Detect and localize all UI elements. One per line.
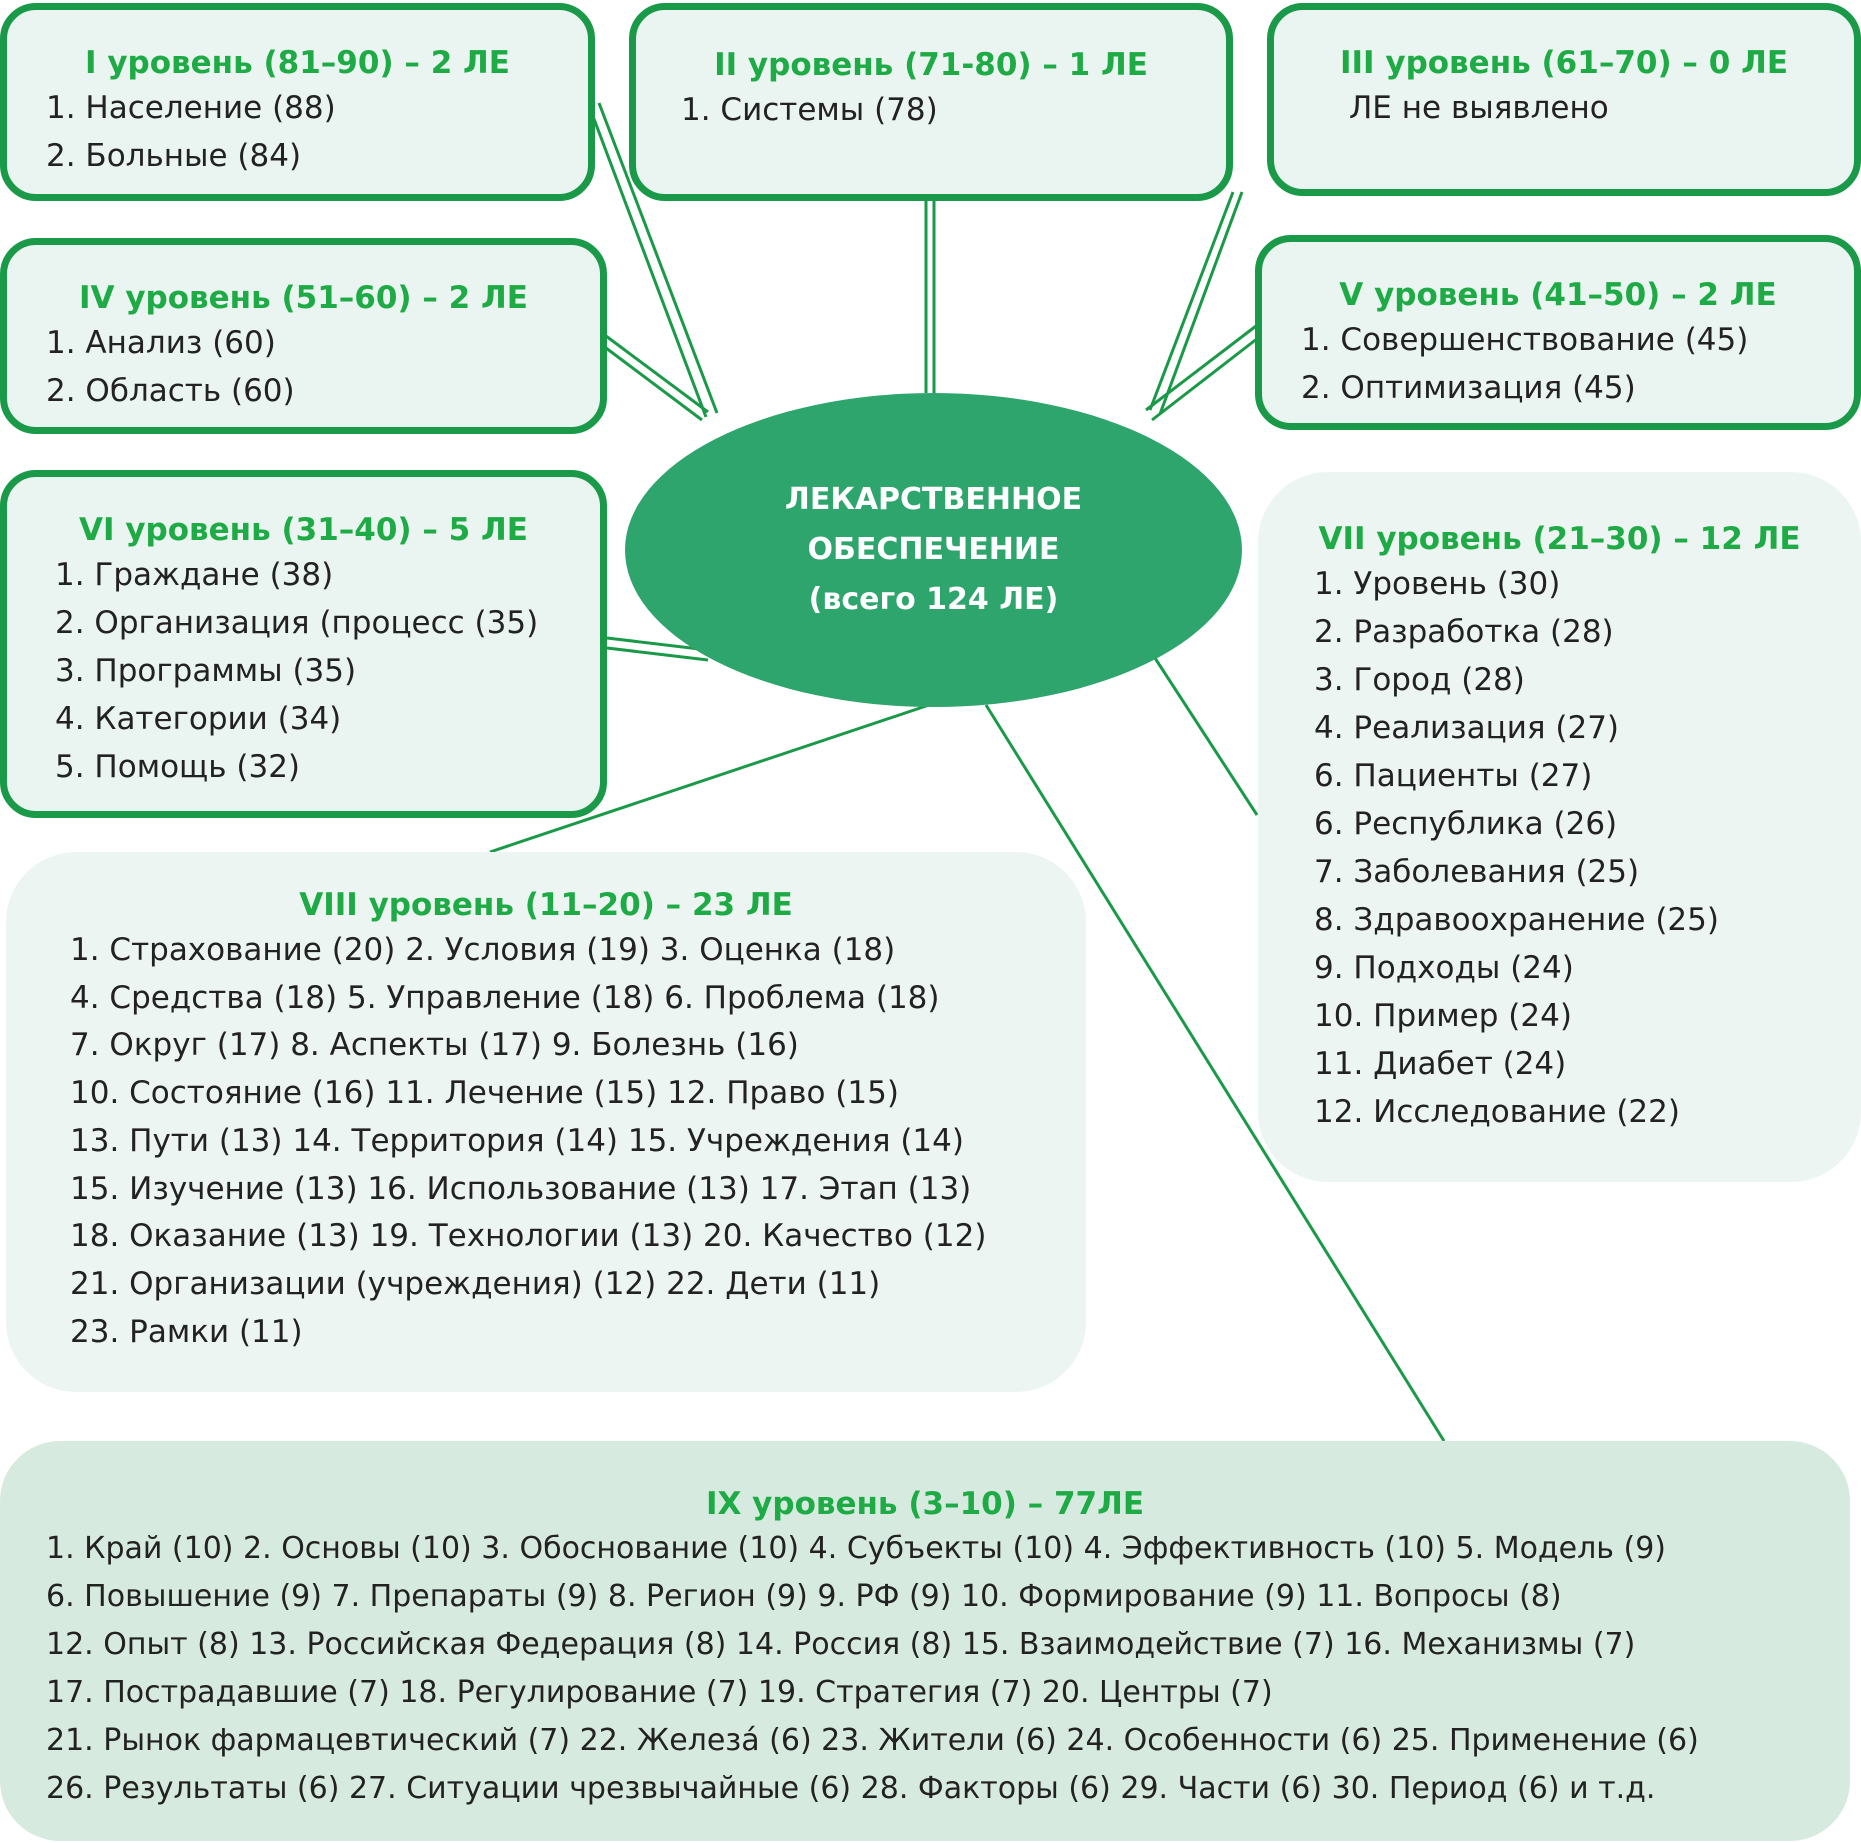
list-item: 5. Помощь (32) <box>55 749 301 785</box>
level-6-box: VI уровень (31–40) – 5 ЛЕ 1. Граждане (3… <box>0 470 607 818</box>
level-8-box: VIII уровень (11–20) – 23 ЛЕ 1. Страхова… <box>6 852 1086 1392</box>
list-item: 1. Население (88) <box>46 90 336 126</box>
connector-level-1 <box>586 102 708 418</box>
connector-level-7 <box>1151 654 1259 816</box>
list-item: 1. Системы (78) <box>681 92 938 128</box>
list-item: 4. Категории (34) <box>55 701 342 737</box>
level-1-items: 1. Население (88) 2. Больные (84) <box>7 84 588 180</box>
list-item: 12. Опыт (8) 13. Российская Федерация (8… <box>46 1627 1636 1662</box>
level-4-title: IV уровень (51–60) – 2 ЛЕ <box>79 280 528 316</box>
central-topic-line-1: ЛЕКАРСТВЕННОЕ <box>784 482 1083 517</box>
list-item: 2. Оптимизация (45) <box>1301 370 1636 406</box>
list-item: 4. Средства (18) 5. Управление (18) 6. П… <box>70 979 940 1016</box>
level-2-box: II уровень (71-80) – 1 ЛЕ 1. Системы (78… <box>629 3 1233 201</box>
list-item: 13. Пути (13) 14. Территория (14) 15. Уч… <box>70 1122 964 1159</box>
list-item: 7. Заболевания (25) <box>1314 854 1640 890</box>
level-2-title: II уровень (71-80) – 1 ЛЕ <box>714 47 1148 83</box>
list-item: 21. Рынок фармацевтический (7) 22. Желез… <box>46 1723 1699 1758</box>
list-item: 6. Республика (26) <box>1314 806 1618 842</box>
list-item: 3. Программы (35) <box>55 653 357 689</box>
level-7-box: VII уровень (21–30) – 12 ЛЕ 1. Уровень (… <box>1258 472 1861 1182</box>
list-item: 4. Реализация (27) <box>1314 710 1620 746</box>
list-item: 1. Страхование (20) 2. Условия (19) 3. О… <box>70 932 896 968</box>
list-item: 17. Пострадавшие (7) 18. Регулирование (… <box>46 1675 1273 1710</box>
level-5-box: V уровень (41–50) – 2 ЛЕ 1. Совершенство… <box>1255 235 1861 430</box>
level-5-title: V уровень (41–50) – 2 ЛЕ <box>1339 277 1777 313</box>
list-item: 1. Граждане (38) <box>55 557 334 593</box>
level-3-title: III уровень (61–70) – 0 ЛЕ <box>1339 45 1789 81</box>
central-topic-ellipse: ЛЕКАРСТВЕННОЕ ОБЕСПЕЧЕНИЕ (всего 124 ЛЕ) <box>625 393 1242 707</box>
level-4-items: 1. Анализ (60) 2. Область (60) <box>7 319 600 415</box>
connector-level-3 <box>1148 191 1235 411</box>
level-1-box: I уровень (81–90) – 2 ЛЕ 1. Население (8… <box>0 3 595 201</box>
connector-level-6 <box>606 646 709 662</box>
list-item: 15. Изучение (13) 16. Использование (13)… <box>70 1170 972 1207</box>
level-8-items: 1. Страхование (20) 2. Условия (19) 3. О… <box>6 927 1086 1356</box>
level-7-items: 1. Уровень (30) 2. Разработка (28) 3. Го… <box>1258 560 1861 1136</box>
list-item: 8. Здравоохранение (25) <box>1314 902 1719 938</box>
list-item: 1. Совершенствование (45) <box>1301 322 1749 358</box>
list-item: 2. Организация (процесс (35) <box>55 605 539 641</box>
list-item: 2. Разработка (28) <box>1314 614 1614 650</box>
level-2-items: 1. Системы (78) <box>636 86 1226 134</box>
central-topic-line-3: (всего 124 ЛЕ) <box>808 582 1059 617</box>
connector-level-5 <box>1145 324 1257 412</box>
list-item: 11. Диабет (24) <box>1314 1046 1567 1082</box>
connector-level-6 <box>606 636 709 652</box>
connector-level-5 <box>1151 336 1259 422</box>
level-4-box: IV уровень (51–60) – 2 ЛЕ 1. Анализ (60)… <box>0 238 607 434</box>
list-item: 6. Пациенты (27) <box>1314 758 1593 794</box>
level-8-title: VIII уровень (11–20) – 23 ЛЕ <box>299 887 793 923</box>
list-item: 2. Больные (84) <box>46 138 302 174</box>
list-item: 1. Край (10) 2. Основы (10) 3. Обоснован… <box>46 1531 1667 1566</box>
level-9-title: IX уровень (3–10) – 77ЛЕ <box>705 1486 1145 1522</box>
list-item: 7. Округ (17) 8. Аспекты (17) 9. Болезнь… <box>70 1027 799 1064</box>
list-item: 9. Подходы (24) <box>1314 950 1574 986</box>
connector-level-4 <box>605 334 709 414</box>
list-item: 26. Результаты (6) 27. Ситуации чрезвыча… <box>46 1771 1656 1806</box>
list-item: 6. Повышение (9) 7. Препараты (9) 8. Рег… <box>46 1579 1562 1614</box>
list-item: 23. Рамки (11) <box>70 1313 303 1350</box>
connector-level-9 <box>984 704 1446 1442</box>
list-item: 12. Исследование (22) <box>1314 1094 1680 1130</box>
level-1-title: I уровень (81–90) – 2 ЛЕ <box>85 45 510 81</box>
list-item: 18. Оказание (13) 19. Технологии (13) 20… <box>70 1218 987 1255</box>
level-9-items: 1. Край (10) 2. Основы (10) 3. Обоснован… <box>0 1525 1850 1813</box>
level-3-box: III уровень (61–70) – 0 ЛЕ ЛЕ не выявлен… <box>1267 3 1861 196</box>
list-item: 21. Организации (учреждения) (12) 22. Де… <box>70 1265 881 1302</box>
level-3-items: ЛЕ не выявлено <box>1274 84 1854 132</box>
connector-level-3 <box>1158 191 1244 415</box>
central-topic-line-2: ОБЕСПЕЧЕНИЕ <box>807 532 1060 567</box>
level-7-title: VII уровень (21–30) – 12 ЛЕ <box>1318 521 1801 557</box>
connector-level-4 <box>605 346 703 422</box>
connector-level-1 <box>597 102 719 414</box>
connector-level-8 <box>489 701 936 854</box>
list-item: 10. Состояние (16) 11. Лечение (15) 12. … <box>70 1075 899 1112</box>
list-item: 10. Пример (24) <box>1314 998 1572 1034</box>
list-item: 1. Анализ (60) <box>46 325 276 361</box>
level-5-items: 1. Совершенствование (45) 2. Оптимизация… <box>1262 316 1854 412</box>
level-9-box: IX уровень (3–10) – 77ЛЕ 1. Край (10) 2.… <box>0 1441 1850 1841</box>
list-item: 3. Город (28) <box>1314 662 1525 698</box>
level-6-title: VI уровень (31–40) – 5 ЛЕ <box>79 512 528 548</box>
list-item: 1. Уровень (30) <box>1314 566 1561 602</box>
list-item: ЛЕ не выявлено <box>1349 90 1609 126</box>
list-item: 2. Область (60) <box>46 373 295 409</box>
level-6-items: 1. Граждане (38) 2. Организация (процесс… <box>7 551 600 791</box>
